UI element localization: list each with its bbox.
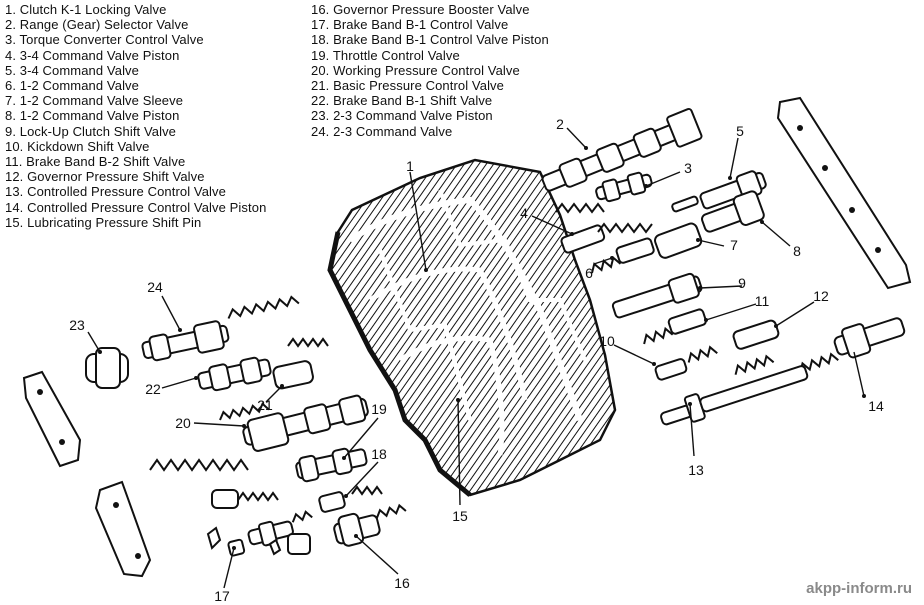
callout-7: 7 bbox=[730, 237, 738, 253]
legend-item-left-13: 14. Controlled Pressure Control Valve Pi… bbox=[5, 199, 267, 215]
leader-lines bbox=[87, 127, 865, 589]
spring-3-4-lower bbox=[597, 222, 653, 234]
governor-pressure-shift-valve bbox=[732, 319, 780, 350]
callout-1: 1 bbox=[406, 158, 414, 174]
lock-up-clutch-shift-valve bbox=[611, 272, 703, 319]
callout-20: 20 bbox=[175, 415, 191, 431]
legend-item-right-4: 20. Working Pressure Control Valve bbox=[311, 62, 520, 78]
legend-item-left-6: 7. 1-2 Command Valve Sleeve bbox=[5, 93, 184, 109]
range-selector-valve bbox=[541, 108, 703, 192]
watermark: akpp-inform.ru bbox=[806, 580, 912, 597]
brake-band-b1-shift-valve bbox=[197, 356, 272, 392]
callout-6: 6 bbox=[585, 265, 593, 281]
legend-item-left-0: 1. Clutch K-1 Locking Valve bbox=[5, 2, 167, 17]
callout-5: 5 bbox=[736, 123, 744, 139]
spring-small-upper bbox=[287, 337, 329, 348]
valve-body-casting bbox=[327, 158, 617, 497]
callout-24: 24 bbox=[147, 279, 163, 295]
legend-item-left-11: 12. Governor Pressure Shift Valve bbox=[5, 169, 205, 185]
callout-2: 2 bbox=[556, 116, 564, 132]
callout-19: 19 bbox=[371, 401, 387, 417]
2-3-command-valve bbox=[141, 295, 300, 362]
cover-plate-left-upper bbox=[22, 370, 82, 468]
separator-plate-right bbox=[776, 96, 912, 290]
2-3-command-valve-piston bbox=[85, 347, 129, 389]
legend-item-right-7: 23. 2-3 Command Valve Piston bbox=[311, 108, 493, 124]
clip-small-left bbox=[206, 526, 222, 550]
torque-converter-control-valve bbox=[595, 171, 653, 203]
clip-small-mid bbox=[268, 538, 282, 556]
legend-item-left-12: 13. Controlled Pressure Control Valve bbox=[5, 184, 226, 200]
callout-14: 14 bbox=[868, 398, 884, 414]
callout-21: 21 bbox=[257, 397, 273, 413]
1-2-command-valve-piston bbox=[701, 190, 765, 233]
legend-item-left-1: 2. Range (Gear) Selector Valve bbox=[5, 17, 189, 33]
legend-item-right-1: 17. Brake Band B-1 Control Valve bbox=[311, 17, 509, 33]
callout-9: 9 bbox=[738, 275, 746, 291]
brake-band-b1-control-valve-piston bbox=[318, 485, 383, 513]
legend-item-right-5: 21. Basic Pressure Control Valve bbox=[311, 78, 504, 94]
callout-11: 11 bbox=[754, 293, 770, 309]
callout-13: 13 bbox=[688, 462, 704, 478]
legend-item-left-4: 5. 3-4 Command Valve bbox=[5, 62, 139, 78]
callout-3: 3 bbox=[684, 160, 692, 176]
basic-pressure-control-valve bbox=[219, 360, 314, 421]
working-pressure-control-valve bbox=[242, 394, 369, 452]
legend-item-left-8: 9. Lock-Up Clutch Shift Valve bbox=[5, 123, 177, 139]
legend-item-left-9: 10. Kickdown Shift Valve bbox=[5, 138, 150, 154]
controlled-pressure-control-valve-piston bbox=[799, 317, 906, 373]
legend-item-left-10: 11. Brake Band B-2 Shift Valve bbox=[5, 154, 186, 170]
end-cap bbox=[287, 533, 311, 555]
spring-3-4 bbox=[555, 202, 605, 214]
leader-arrowheads bbox=[98, 146, 866, 550]
brake-band-b2-shift-valve bbox=[643, 308, 707, 345]
legend-item-right-0: 16. Governor Pressure Booster Valve bbox=[311, 2, 530, 17]
callout-22: 22 bbox=[145, 381, 161, 397]
throttle-control-valve bbox=[295, 447, 368, 483]
legend-item-right-6: 22. Brake Band B-1 Shift Valve bbox=[311, 93, 493, 109]
legend-item-right-8: 24. 2-3 Command Valve bbox=[311, 123, 453, 139]
legend-item-right-3: 19. Throttle Control Valve bbox=[311, 47, 460, 63]
callout-17: 17 bbox=[214, 588, 230, 604]
governor-pressure-booster-valve bbox=[333, 503, 407, 547]
callout-16: 16 bbox=[394, 575, 410, 591]
small-pin bbox=[671, 195, 699, 213]
callout-18: 18 bbox=[371, 446, 387, 462]
legend-item-left-2: 3. Torque Converter Control Valve bbox=[5, 32, 204, 48]
cover-plate-left-lower bbox=[94, 480, 152, 578]
callout-4: 4 bbox=[520, 205, 528, 221]
spring-working-pressure bbox=[149, 458, 249, 472]
callout-10: 10 bbox=[599, 333, 615, 349]
brake-band-b1-control-valve-spring-seat bbox=[211, 489, 279, 509]
legend-item-left-3: 4. 3-4 Command Valve Piston bbox=[5, 47, 180, 63]
callout-12: 12 bbox=[813, 288, 829, 304]
callout-23: 23 bbox=[69, 317, 85, 333]
brake-band-b1-control-valve bbox=[227, 510, 313, 557]
legend-item-right-2: 18. Brake Band B-1 Control Valve Piston bbox=[311, 32, 549, 48]
callout-15: 15 bbox=[452, 508, 468, 524]
legend-item-left-14: 15. Lubricating Pressure Shift Pin bbox=[5, 214, 202, 230]
callout-8: 8 bbox=[793, 243, 801, 259]
kickdown-shift-valve bbox=[654, 345, 718, 381]
3-4-command-valve-piston bbox=[560, 224, 606, 254]
controlled-pressure-control-valve bbox=[660, 354, 809, 426]
legend-item-left-7: 8. 1-2 Command Valve Piston bbox=[5, 108, 180, 124]
legend-item-left-5: 6. 1-2 Command Valve bbox=[5, 78, 139, 94]
1-2-command-valve-sleeve bbox=[654, 222, 703, 259]
